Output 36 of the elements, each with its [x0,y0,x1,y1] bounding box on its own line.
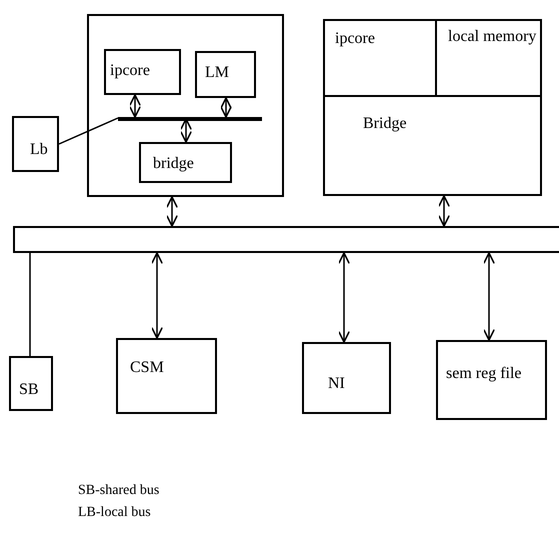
connector [438,195,450,227]
process-box [116,338,217,414]
node-label: sem reg file [446,364,523,384]
node-label: CSM [130,358,165,378]
compartment [323,19,437,97]
note-text: SB-shared bus [78,482,160,500]
node-label: Lb [30,140,49,160]
bus-bar [13,226,559,253]
connector [338,252,350,343]
node-label: LM [205,63,230,83]
bus-line [118,117,262,121]
node-label: ipcore [110,61,151,81]
process-box [195,51,256,98]
process-box [436,340,547,420]
connector [166,196,178,227]
node-label: NI [328,374,346,394]
connector [180,118,192,143]
process-box [9,356,53,411]
node-label: local memory [448,27,538,47]
process-box [302,342,391,414]
connector [482,252,496,341]
connector [29,253,31,356]
block-box [323,19,542,196]
connector [220,97,232,118]
connector [58,117,118,145]
node-label: Bridge [363,114,408,134]
node-label: ipcore [335,29,376,49]
process-box [139,142,232,183]
process-box [12,116,59,172]
node-label: bridge [153,154,195,174]
node-label: SB [19,380,40,400]
connector [150,252,164,339]
note-text: LB-local bus [78,504,152,522]
connector [128,94,142,118]
block-box [87,14,284,197]
process-box [104,49,181,95]
